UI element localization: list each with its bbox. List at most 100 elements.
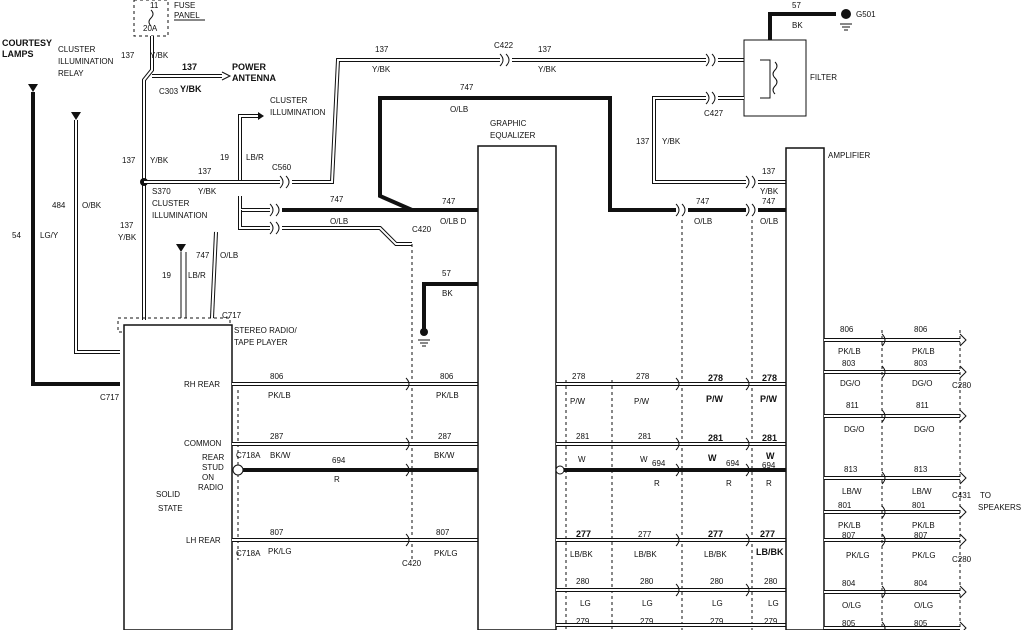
svg-text:747: 747	[330, 195, 344, 204]
svg-text:281: 281	[762, 433, 777, 443]
svg-text:278: 278	[708, 373, 723, 383]
amplifier-box	[785, 147, 825, 630]
svg-text:O/LG: O/LG	[914, 601, 933, 610]
svg-text:O/LB: O/LB	[220, 251, 238, 260]
svg-text:137: 137	[762, 167, 776, 176]
cluster-illum-label-1: CLUSTER	[270, 96, 308, 105]
svg-text:C718A: C718A	[236, 451, 261, 460]
power-antenna-label-1: POWER	[232, 62, 267, 72]
to-speakers-label: SPEAKERS	[978, 503, 1021, 512]
svg-text:DG/O: DG/O	[840, 379, 860, 388]
eq-rows	[555, 377, 786, 627]
svg-text:801: 801	[912, 501, 926, 510]
svg-text:805: 805	[842, 619, 856, 628]
svg-text:Y/BK: Y/BK	[150, 156, 169, 165]
power-antenna-label-2: ANTENNA	[232, 73, 276, 83]
svg-text:REAR: REAR	[202, 453, 224, 462]
svg-text:CLUSTER: CLUSTER	[152, 199, 190, 208]
eq-label-2: EQUALIZER	[490, 131, 536, 140]
c560-connector: C560	[272, 163, 292, 172]
svg-text:C280: C280	[952, 555, 972, 564]
c717-connector: C717	[222, 311, 242, 320]
svg-text:BK/W: BK/W	[270, 451, 291, 460]
filter-box	[743, 39, 807, 117]
svg-text:Y/BK: Y/BK	[662, 137, 681, 146]
graphic-equalizer-box	[477, 145, 557, 630]
svg-text:ILLUMINATION: ILLUMINATION	[270, 108, 326, 117]
svg-text:137: 137	[636, 137, 650, 146]
svg-text:O/LB: O/LB	[694, 217, 712, 226]
c431-connector: C431	[952, 491, 972, 500]
svg-text:807: 807	[842, 531, 856, 540]
svg-text:280: 280	[710, 577, 724, 586]
svg-text:PK/LB: PK/LB	[912, 347, 935, 356]
svg-text:694: 694	[726, 459, 740, 468]
svg-text:694: 694	[652, 459, 666, 468]
svg-text:P/W: P/W	[570, 397, 586, 406]
svg-text:137: 137	[121, 51, 135, 60]
c303-connector: C303	[159, 87, 179, 96]
fuse-amps: 20A	[143, 24, 158, 33]
svg-text:811: 811	[846, 401, 859, 410]
fuse-number: 11	[150, 1, 159, 10]
svg-text:C280: C280	[952, 381, 972, 390]
svg-text:BK/W: BK/W	[434, 451, 455, 460]
svg-text:ILLUMINATION: ILLUMINATION	[58, 57, 114, 66]
svg-text:287: 287	[438, 432, 452, 441]
svg-text:804: 804	[842, 579, 856, 588]
svg-text:280: 280	[576, 577, 590, 586]
svg-text:279: 279	[710, 617, 724, 626]
radio-label-1: STEREO RADIO/	[234, 326, 297, 335]
svg-text:694: 694	[332, 456, 346, 465]
svg-text:LB/BK: LB/BK	[634, 550, 657, 559]
svg-text:C718A: C718A	[236, 549, 261, 558]
svg-text:LB/R: LB/R	[246, 153, 264, 162]
svg-text:LB/BK: LB/BK	[756, 547, 784, 557]
svg-text:279: 279	[576, 617, 590, 626]
svg-text:Y/BK: Y/BK	[198, 187, 217, 196]
svg-text:280: 280	[640, 577, 654, 586]
power-antenna-wire: 137	[182, 62, 197, 72]
svg-text:278: 278	[636, 372, 650, 381]
svg-text:807: 807	[270, 528, 284, 537]
c422-connector: C422	[494, 41, 514, 50]
svg-text:807: 807	[914, 531, 928, 540]
svg-text:137: 137	[122, 156, 136, 165]
svg-text:Y/BK: Y/BK	[372, 65, 391, 74]
svg-text:803: 803	[842, 359, 856, 368]
svg-text:54: 54	[12, 231, 21, 240]
svg-text:O/LG: O/LG	[842, 601, 861, 610]
pin-common: COMMON	[184, 439, 222, 448]
svg-text:278: 278	[762, 373, 777, 383]
amplifier-label: AMPLIFIER	[828, 151, 870, 160]
svg-text:747: 747	[696, 197, 710, 206]
fuse-symbol	[148, 9, 154, 27]
svg-text:803: 803	[914, 359, 928, 368]
c717-left: C717	[100, 393, 120, 402]
fuse-label-1: FUSE	[174, 1, 195, 10]
svg-text:O/LB: O/LB	[330, 217, 348, 226]
svg-text:137: 137	[120, 221, 134, 230]
svg-text:277: 277	[638, 530, 652, 539]
svg-text:806: 806	[270, 372, 284, 381]
c420-top: C420	[412, 225, 432, 234]
svg-text:W: W	[708, 453, 717, 463]
svg-text:Y/BK: Y/BK	[180, 84, 202, 94]
solid-state-2: STATE	[158, 504, 183, 513]
svg-text:LB/BK: LB/BK	[704, 550, 727, 559]
svg-text:R: R	[726, 479, 732, 488]
svg-text:PK/LG: PK/LG	[434, 549, 458, 558]
courtesy-color: LG/Y	[40, 231, 59, 240]
wire747-d: O/LB D	[440, 217, 466, 226]
pin-rh-rear: RH REAR	[184, 380, 220, 389]
svg-text:484: 484	[52, 201, 66, 210]
c427-connector: C427	[704, 109, 724, 118]
svg-text:STUD: STUD	[202, 463, 224, 472]
svg-text:805: 805	[914, 619, 928, 628]
svg-text:W: W	[578, 455, 586, 464]
filter-label: FILTER	[810, 73, 837, 82]
svg-text:DG/O: DG/O	[914, 425, 934, 434]
svg-text:W: W	[640, 455, 648, 464]
svg-text:BK: BK	[792, 21, 803, 30]
